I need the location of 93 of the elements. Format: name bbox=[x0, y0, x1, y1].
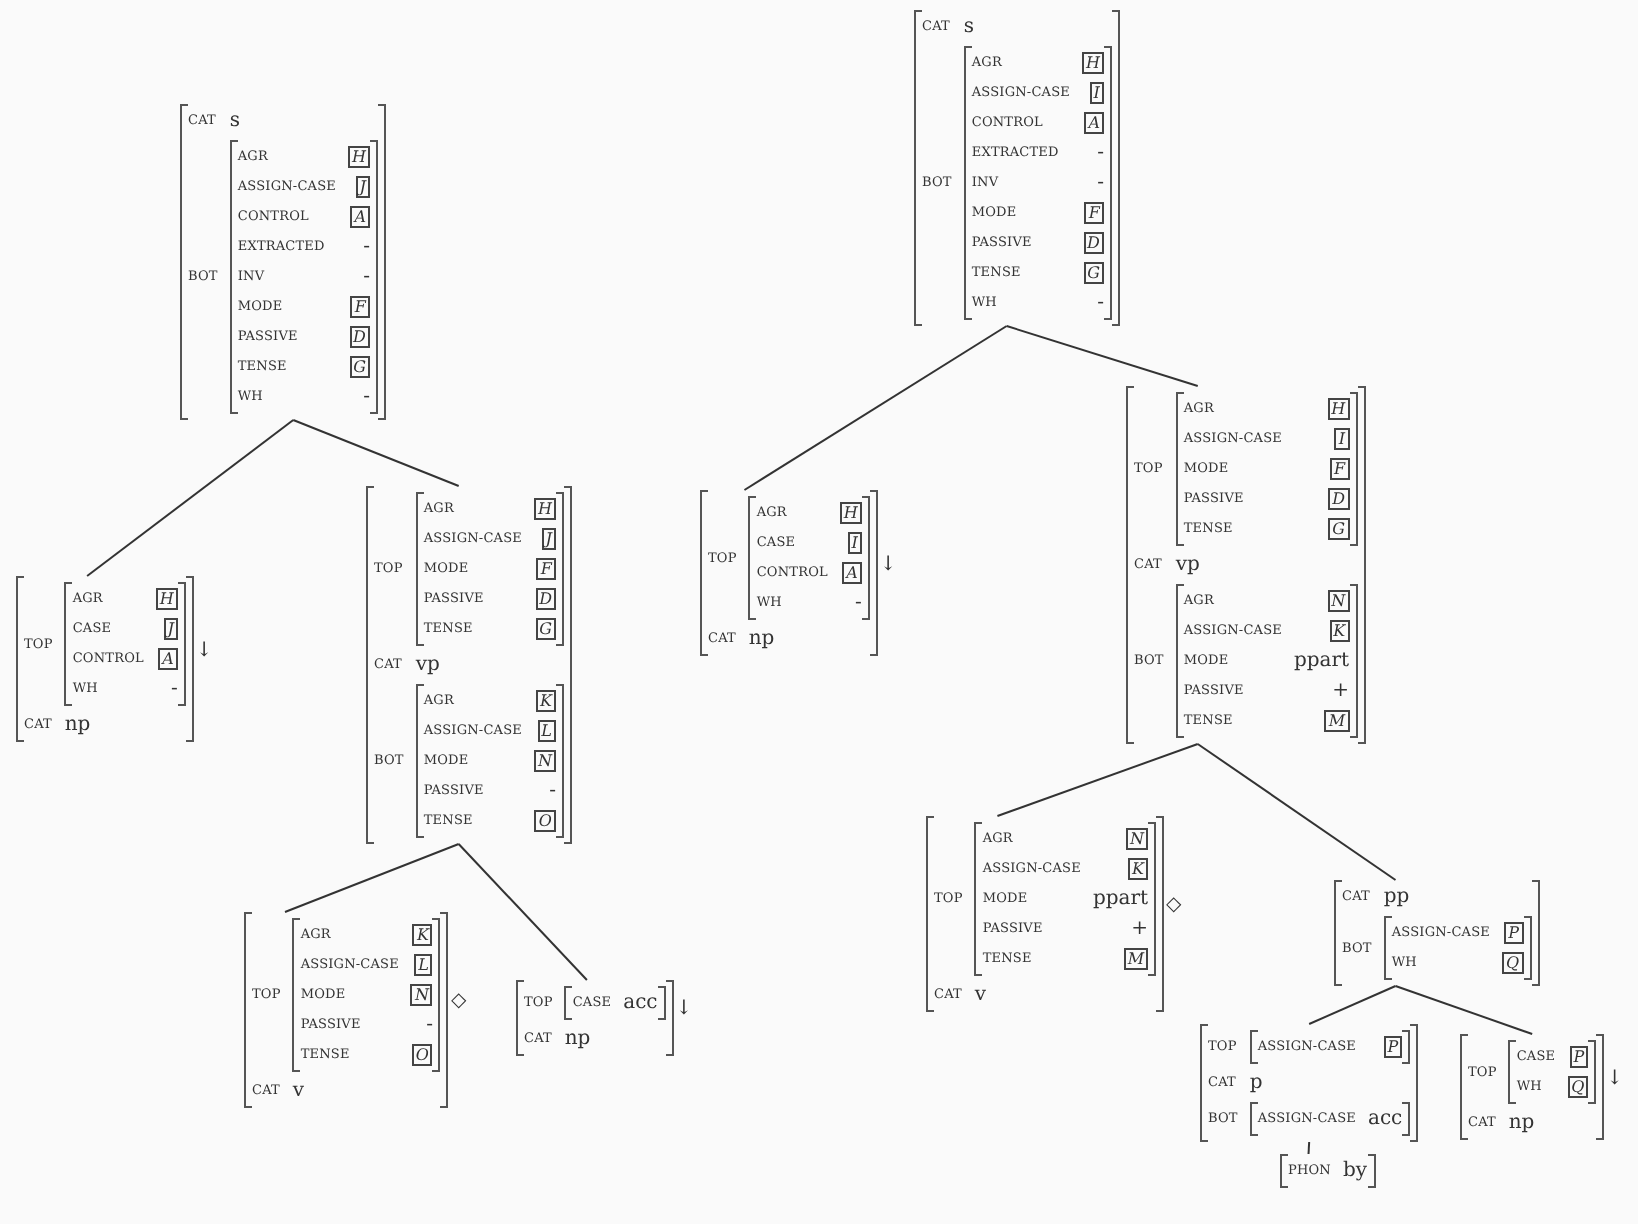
tree-branch bbox=[1307, 1141, 1311, 1155]
coindex-tag: M bbox=[1123, 948, 1149, 970]
substitution-marker: ↓ bbox=[1606, 1067, 1624, 1089]
coindex-tag: H bbox=[1081, 52, 1104, 74]
feature-value: vp bbox=[1175, 552, 1202, 580]
coindex-tag: F bbox=[1084, 202, 1104, 224]
substitution-marker: ↓ bbox=[879, 553, 897, 575]
coindex-tag: M bbox=[1324, 710, 1350, 732]
coindex-tag: Q bbox=[1567, 1076, 1589, 1098]
feature-value: np bbox=[564, 1026, 593, 1054]
coindex-tag: H bbox=[155, 588, 178, 610]
coindex-tag: A bbox=[350, 206, 370, 228]
feature-value: acc bbox=[1367, 1106, 1403, 1134]
coindex-tag: F bbox=[350, 296, 370, 318]
tree-branch bbox=[284, 843, 460, 913]
coindex-tag: F bbox=[536, 558, 556, 580]
coindex-tag: N bbox=[1126, 828, 1149, 850]
coindex-tag: J bbox=[541, 528, 556, 550]
coindex-tag: I bbox=[847, 532, 862, 554]
coindex-tag: K bbox=[1329, 620, 1350, 642]
tree-branch bbox=[1308, 985, 1397, 1025]
coindex-tag: J bbox=[355, 176, 370, 198]
feature-value: - bbox=[171, 676, 178, 704]
tree-branch bbox=[1196, 743, 1397, 881]
coindex-tag: L bbox=[414, 954, 433, 976]
coindex-tag: G bbox=[1083, 262, 1104, 284]
tree-branch bbox=[1005, 325, 1199, 387]
feature-value: - bbox=[1097, 140, 1104, 168]
feature-value: - bbox=[363, 234, 370, 262]
feature-value: - bbox=[1097, 290, 1104, 318]
coindex-tag: N bbox=[410, 984, 433, 1006]
feature-value: + bbox=[1131, 916, 1149, 944]
feature-value: np bbox=[1508, 1110, 1537, 1138]
coindex-tag: A bbox=[842, 562, 862, 584]
coindex-tag: L bbox=[537, 720, 556, 742]
coindex-tag: H bbox=[534, 498, 556, 520]
feature-value: + bbox=[1332, 678, 1350, 706]
coindex-tag: K bbox=[536, 690, 556, 712]
coindex-tag: D bbox=[535, 588, 556, 610]
substitution-marker: ↓ bbox=[195, 639, 213, 661]
feature-value: - bbox=[855, 590, 862, 618]
tree-branch bbox=[996, 743, 1199, 817]
coindex-tag: D bbox=[1083, 232, 1104, 254]
coindex-tag: K bbox=[1128, 858, 1149, 880]
feature-value: vp bbox=[415, 652, 442, 680]
feature-value: acc bbox=[623, 990, 658, 1018]
coindex-tag: I bbox=[1334, 428, 1350, 450]
coindex-tag: O bbox=[411, 1044, 433, 1066]
coindex-tag: A bbox=[158, 648, 178, 670]
coindex-tag: P bbox=[1504, 922, 1524, 944]
coindex-tag: P bbox=[1383, 1036, 1403, 1058]
feature-value: v bbox=[974, 982, 988, 1010]
tree-branch bbox=[1394, 985, 1534, 1035]
feature-value: v bbox=[292, 1078, 306, 1106]
coindex-tag: H bbox=[347, 146, 370, 168]
feature-value: s bbox=[963, 14, 977, 42]
feature-value: - bbox=[363, 264, 370, 292]
tree-branch bbox=[743, 325, 1008, 491]
coindex-tag: G bbox=[349, 356, 370, 378]
coindex-tag: I bbox=[1089, 82, 1104, 104]
tree-branch bbox=[292, 419, 460, 487]
coindex-tag: A bbox=[1084, 112, 1104, 134]
coindex-tag: N bbox=[533, 750, 556, 772]
feature-value: - bbox=[363, 384, 370, 412]
anchor-marker: ◇ bbox=[450, 990, 467, 1012]
coindex-tag: H bbox=[839, 502, 862, 524]
anchor-marker: ◇ bbox=[1166, 894, 1182, 916]
coindex-tag: D bbox=[1328, 488, 1350, 510]
coindex-tag: H bbox=[1327, 398, 1350, 420]
coindex-tag: N bbox=[1327, 590, 1350, 612]
feature-value: by bbox=[1342, 1158, 1368, 1186]
coindex-tag: F bbox=[1330, 458, 1350, 480]
coindex-tag: D bbox=[349, 326, 370, 348]
coindex-tag: O bbox=[534, 810, 556, 832]
coindex-tag: P bbox=[1569, 1046, 1589, 1068]
feature-value: p bbox=[1249, 1070, 1265, 1098]
feature-value: - bbox=[549, 778, 556, 806]
feature-value: s bbox=[229, 108, 243, 136]
feature-value: pp bbox=[1383, 884, 1412, 912]
feature-value: - bbox=[426, 1012, 433, 1040]
feature-value: - bbox=[1097, 170, 1104, 198]
feature-value: ppart bbox=[1293, 648, 1350, 676]
tree-branch bbox=[86, 419, 295, 577]
coindex-tag: J bbox=[163, 618, 178, 640]
coindex-tag: Q bbox=[1501, 952, 1524, 974]
feature-value: np bbox=[64, 712, 93, 740]
tree-branch bbox=[457, 843, 588, 981]
substitution-marker: ↓ bbox=[675, 998, 693, 1020]
feature-value: np bbox=[748, 626, 777, 654]
coindex-tag: G bbox=[1328, 518, 1350, 540]
feature-value: ppart bbox=[1092, 886, 1149, 914]
coindex-tag: G bbox=[535, 618, 556, 640]
coindex-tag: K bbox=[412, 924, 433, 946]
